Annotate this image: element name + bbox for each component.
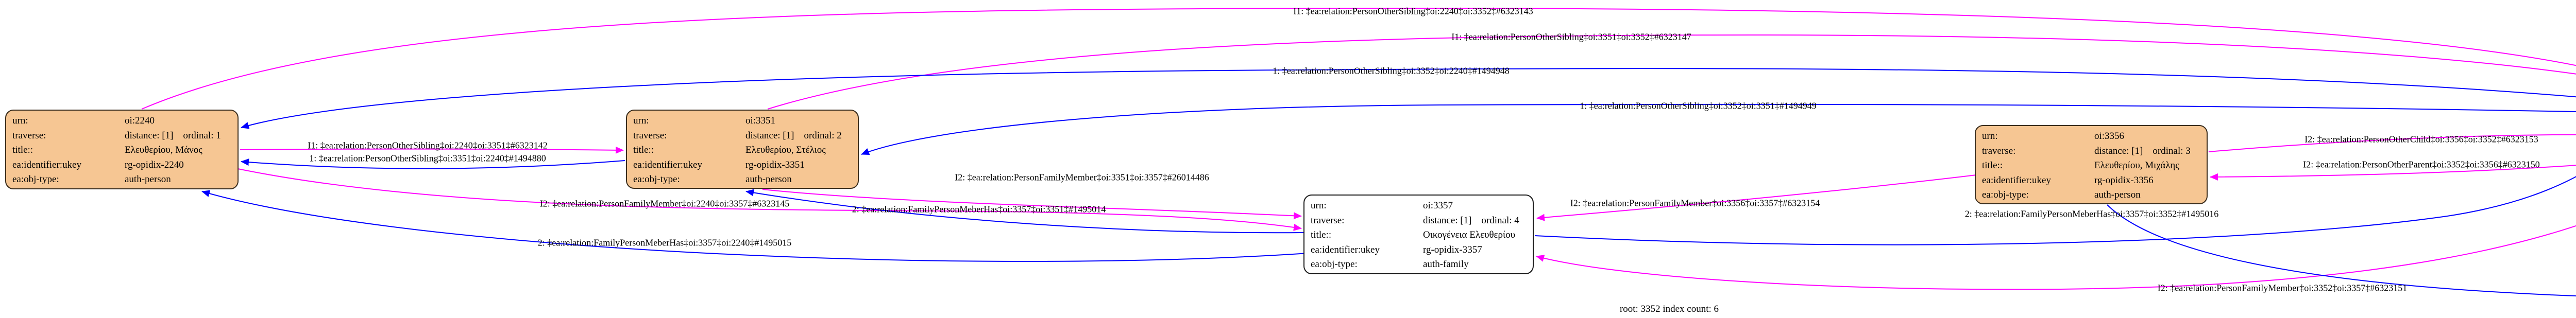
node-row: title::Ελευθερίου, Στέλιος — [633, 143, 852, 158]
edge-memberhas-3357-3352 — [1534, 176, 2576, 245]
row-value: rg-opidix-3356 — [2094, 174, 2154, 186]
row-value: auth-person — [745, 174, 792, 185]
node-oi-2240: urn: oi:2240 traverse: distance: [1] ordin… — [5, 110, 239, 189]
node-row: ea:obj-type: auth-person — [12, 172, 231, 187]
edge-familymember-3351-3357 — [762, 189, 1302, 220]
node-row: title::Ελευθερίου, Μιχάλης — [1982, 158, 2200, 173]
node-row: ea:identifier:ukey rg-opidix-3356 — [1982, 173, 2200, 188]
edge-otherparent-3352-3356 — [2210, 165, 2576, 181]
row-value: Ελευθερίου, Μιχάλης — [2094, 160, 2179, 171]
edge-label: 1: ‡ea:relation:PersonOtherSibling‡oi:33… — [1273, 65, 1510, 76]
edge-label: 2: ‡ea:relation:FamilyPersonMeberHas‡oi:… — [1964, 208, 2219, 219]
edge-reified-child-3356-3359 — [2107, 204, 2576, 297]
node-oi-3357: urn: oi:3357 traverse: distance: [1] ordin… — [1303, 195, 1534, 274]
row-key: urn: — [633, 115, 649, 126]
row-key: ea:identifier:ukey — [633, 159, 702, 170]
row-key: urn: — [12, 115, 28, 126]
row-key: title:: — [1311, 229, 1332, 240]
node-row: ea:identifier:ukey rg-opidix-3351 — [633, 158, 852, 173]
row-key: ea:identifier:ukey — [1982, 174, 2051, 186]
row-key: title:: — [12, 145, 33, 155]
edge-label: 1: ‡ea:relation:PersonOtherSibling‡oi:33… — [1580, 100, 1817, 111]
row-value: Οικογένεια Ελευθερίου — [1423, 229, 1516, 240]
node-row: ea:obj-type: auth-person — [1982, 188, 2200, 203]
node-row: traverse: distance: [1] ordinal: 1 — [12, 129, 231, 144]
row-value: distance: [1] ordinal: 2 — [745, 130, 842, 141]
row-value: auth-person — [2094, 189, 2141, 200]
graph-caption: root: 3352 index count: 6 — [1619, 304, 1719, 314]
edge-familymember-2240-3357 — [232, 167, 1302, 231]
row-key: ea:obj-type: — [1311, 259, 1358, 270]
row-key: ea:obj-type: — [12, 174, 59, 185]
edge-label: I2: ‡ea:relation:PersonFamilyMember‡oi:3… — [955, 172, 1209, 183]
node-row: ea:identifier:ukey rg-opidix-2240 — [12, 158, 231, 173]
edge-label: I2: ‡ea:relation:PersonFamilyMember‡oi:3… — [1570, 198, 1820, 208]
edge-familymember-3356-3357 — [1536, 174, 1977, 221]
row-key: title:: — [633, 145, 654, 155]
node-row: urn: oi:2240 — [12, 114, 231, 129]
row-value: oi:3351 — [745, 115, 776, 126]
row-value: distance: [1] ordinal: 1 — [125, 130, 221, 141]
edge-label: I1: ‡ea:relation:PersonOtherSibling‡oi:2… — [1293, 6, 1533, 16]
node-row: ea:obj-type: auth-family — [1311, 257, 1527, 272]
row-value: auth-family — [1423, 259, 1469, 270]
node-row: ea:obj-type: auth-person — [633, 172, 852, 187]
node-row: traverse: distance: [1] ordinal: 4 — [1311, 214, 1527, 228]
edge-label: I1: ‡ea:relation:PersonOtherSibling‡oi:3… — [1451, 31, 1691, 42]
row-value: distance: [1] ordinal: 3 — [2094, 145, 2191, 156]
row-value: rg-opidix-3357 — [1423, 244, 1482, 255]
row-key: ea:obj-type: — [1982, 189, 2029, 200]
node-oi-3351: urn: oi:3351 traverse: distance: [1] ordin… — [626, 110, 859, 189]
edge-label: I2: ‡ea:relation:PersonFamilyMember‡oi:3… — [2157, 282, 2408, 293]
node-row: urn: oi:3356 — [1982, 129, 2200, 144]
edge-sibling-2240-3351 — [240, 146, 624, 154]
row-value: oi:2240 — [125, 115, 155, 126]
row-value: oi:3357 — [1423, 200, 1453, 211]
row-key: traverse: — [1982, 145, 2016, 156]
node-oi-3356: urn: oi:3356 traverse: distance: [1] ordin… — [1975, 125, 2208, 204]
row-value: oi:3356 — [2094, 131, 2125, 142]
row-value: Ελευθερίου, Στέλιος — [745, 145, 826, 155]
edge-memberhas-3357-3351 — [745, 189, 1305, 234]
node-row: urn: oi:3351 — [633, 114, 852, 129]
row-key: ea:identifier:ukey — [1311, 244, 1380, 255]
row-key: urn: — [1311, 200, 1327, 211]
row-value: rg-opidix-2240 — [125, 159, 184, 170]
row-key: urn: — [1982, 131, 1998, 142]
edge-sibling-3351-2240 — [241, 158, 625, 169]
row-key: traverse: — [12, 130, 46, 141]
row-key: ea:obj-type: — [633, 174, 680, 185]
edge-sibling-3351-3352 — [767, 34, 2576, 110]
row-key: traverse: — [1311, 215, 1345, 226]
row-value: rg-opidix-3351 — [745, 159, 805, 170]
edge-familymember-3352-3357 — [1536, 225, 2576, 290]
edge-sibling-3352-3351 — [861, 103, 2576, 155]
row-value: Ελευθερίου, Μάνος — [125, 145, 202, 155]
edge-sibling-2240-3352 — [141, 7, 2576, 110]
edge-label: I1: ‡ea:relation:PersonOtherSibling‡oi:2… — [308, 140, 548, 151]
node-row: traverse: distance: [1] ordinal: 2 — [633, 129, 852, 144]
edge-sibling-3352-2240 — [241, 68, 2576, 129]
node-row: title::Οικογένεια Ελευθερίου — [1311, 228, 1527, 243]
edge-label: 1: ‡ea:relation:PersonOtherSibling‡oi:33… — [309, 153, 546, 164]
row-key: title:: — [1982, 160, 2003, 171]
node-row: title::Ελευθερίου, Μάνος — [12, 143, 231, 158]
node-row: ea:identifier:ukey rg-opidix-3357 — [1311, 243, 1527, 258]
edge-label: I2: ‡ea:relation:PersonOtherChild‡oi:335… — [2304, 134, 2538, 145]
edge-label: I2: ‡ea:relation:PersonOtherParent‡oi:33… — [2303, 159, 2540, 170]
edge-label: I2: ‡ea:relation:PersonFamilyMember‡oi:2… — [539, 198, 790, 209]
row-value: auth-person — [125, 174, 171, 185]
edge-label: 2: ‡ea:relation:FamilyPersonMeberHas‡oi:… — [852, 204, 1106, 215]
row-key: traverse: — [633, 130, 667, 141]
edge-memberhas-3357-2240 — [201, 190, 1309, 262]
node-row: traverse: distance: [1] ordinal: 3 — [1982, 144, 2200, 159]
node-row: urn: oi:3357 — [1311, 199, 1527, 214]
row-value: distance: [1] ordinal: 4 — [1423, 215, 1519, 226]
row-key: ea:identifier:ukey — [12, 159, 81, 170]
edge-otherchild-3356-3352 — [2208, 134, 2576, 152]
edge-label: 2: ‡ea:relation:FamilyPersonMeberHas‡oi:… — [537, 237, 792, 248]
